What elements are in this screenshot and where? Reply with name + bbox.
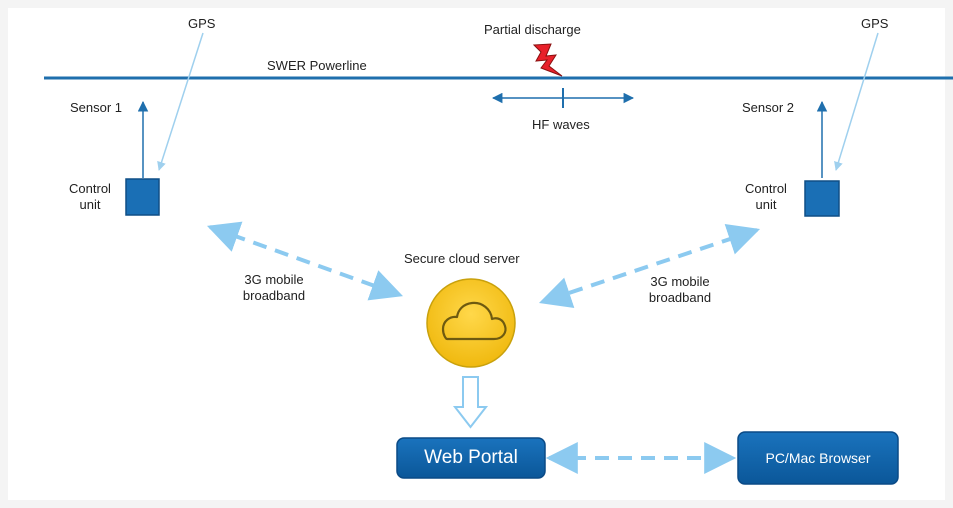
partial-discharge-label: Partial discharge bbox=[484, 22, 581, 37]
cloud-to-portal-arrow bbox=[452, 376, 489, 429]
link-right-to-cloud bbox=[538, 223, 761, 309]
cloud-server bbox=[426, 278, 516, 368]
web-portal-box bbox=[396, 437, 546, 479]
gps-left-label: GPS bbox=[188, 16, 216, 31]
gps-right-link bbox=[834, 32, 879, 171]
hf-waves-label: HF waves bbox=[532, 117, 590, 132]
mobile-right-label-line1: 3G mobile bbox=[650, 274, 710, 289]
control-unit-right-label-line1: Control bbox=[745, 181, 787, 196]
cloud-server-label: Secure cloud server bbox=[404, 251, 520, 266]
mobile-right-label: 3G mobile broadband bbox=[640, 274, 720, 306]
gps-right-label: GPS bbox=[861, 16, 889, 31]
browser-label: PC/Mac Browser bbox=[765, 450, 871, 466]
cloud-icon bbox=[441, 301, 507, 341]
sensor2-label: Sensor 2 bbox=[742, 100, 795, 115]
sensor1-label: Sensor 1 bbox=[70, 100, 123, 115]
web-portal-label: Web Portal bbox=[424, 447, 518, 468]
control-unit-left-label-line1: Control bbox=[69, 181, 111, 196]
control-unit-left bbox=[125, 178, 160, 216]
mobile-left-label-line1: 3G mobile bbox=[244, 272, 304, 287]
link-left-to-cloud bbox=[206, 221, 404, 301]
mobile-right-label-line2: broadband bbox=[648, 290, 712, 305]
mobile-left-label-line2: broadband bbox=[242, 288, 306, 303]
lightning-bolt-icon bbox=[532, 43, 563, 77]
browser-box bbox=[737, 431, 899, 485]
control-unit-right-label: Control unit bbox=[735, 181, 797, 213]
gps-left-link bbox=[157, 32, 204, 171]
control-unit-left-label-line2: unit bbox=[79, 197, 101, 212]
control-unit-left-label: Control unit bbox=[60, 181, 120, 213]
control-unit-right bbox=[804, 180, 840, 217]
powerline-label: SWER Powerline bbox=[267, 58, 367, 73]
mobile-left-label: 3G mobile broadband bbox=[234, 272, 314, 304]
control-unit-right-label-line2: unit bbox=[755, 197, 777, 212]
